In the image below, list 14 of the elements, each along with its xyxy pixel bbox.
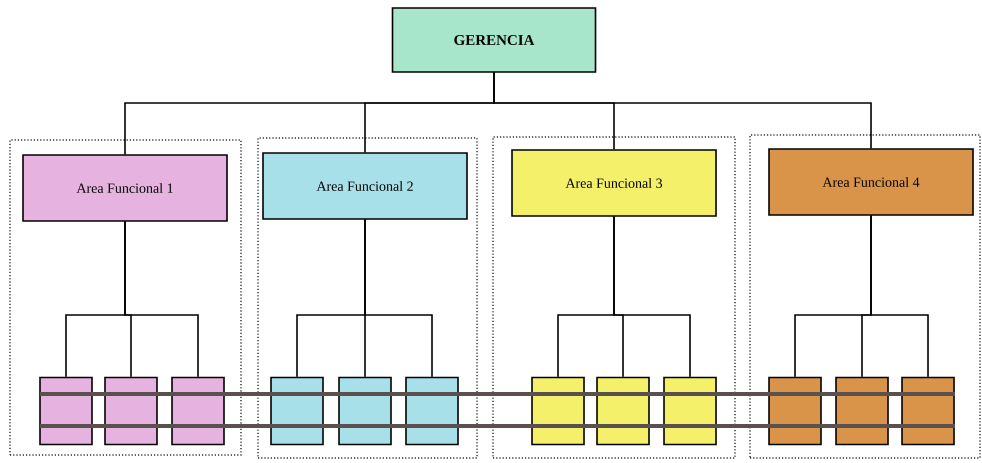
connector-line — [124, 222, 199, 377]
area-box: Area Funcional 1 — [22, 154, 228, 222]
dotted-frame — [257, 137, 478, 459]
dotted-frame — [749, 134, 981, 459]
dotted-frame — [9, 139, 242, 456]
connector-line — [870, 216, 929, 377]
connector-line — [493, 72, 872, 148]
area-box: Area Funcional 4 — [768, 148, 974, 216]
area-box: Area Funcional 2 — [262, 152, 468, 220]
connector-line — [364, 220, 433, 377]
department-box: GERENCIA — [392, 7, 596, 73]
area-box: Area Funcional 3 — [511, 149, 717, 217]
connector-line — [613, 216, 691, 377]
dotted-frame — [492, 136, 736, 459]
